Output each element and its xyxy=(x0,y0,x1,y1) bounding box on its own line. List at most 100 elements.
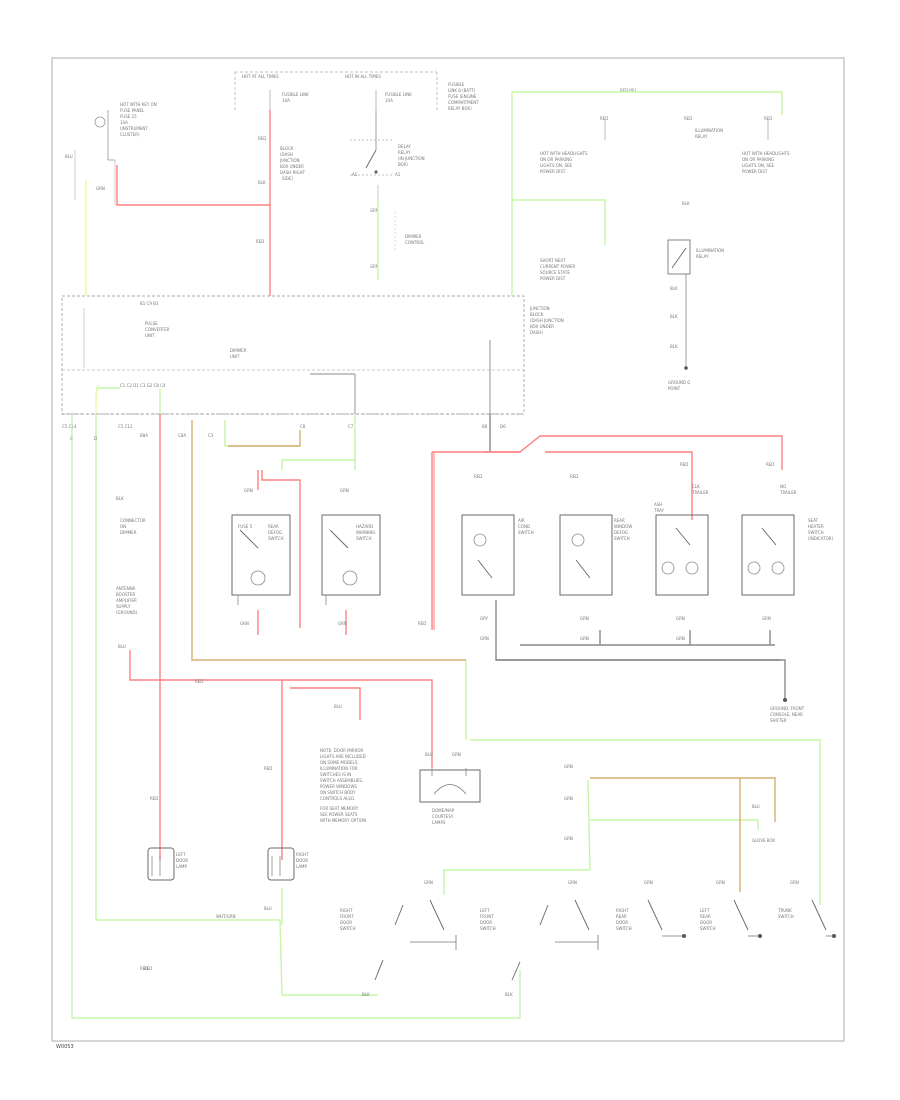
svg-text:GRN: GRN xyxy=(452,752,461,757)
svg-text:SUPPLY: SUPPLY xyxy=(116,604,131,609)
svg-text:BLK: BLK xyxy=(670,314,678,319)
red-wires xyxy=(116,110,783,860)
connector-row: C5 C14 C5 C12 B8A C8A C3 C8 C7 B8 D6 xyxy=(62,413,524,438)
courtesy-lamp: DOME/MAP COURTESY LAMPS BLU GRN xyxy=(419,752,481,825)
tan-wires xyxy=(191,420,776,892)
svg-text:BOOSTER: BOOSTER xyxy=(116,592,135,597)
svg-text:BLU: BLU xyxy=(334,704,342,709)
svg-text:COMPARTMENT: COMPARTMENT xyxy=(448,100,479,105)
svg-text:RED: RED xyxy=(195,679,203,684)
svg-text:DEFOG: DEFOG xyxy=(268,530,282,535)
svg-text:B1 C9 B3: B1 C9 B3 xyxy=(140,301,159,306)
svg-text:GRN: GRN xyxy=(424,880,433,885)
svg-text:GRN: GRN xyxy=(338,621,347,626)
svg-text:10A: 10A xyxy=(120,120,128,125)
svg-text:GROUND G: GROUND G xyxy=(668,380,690,385)
svg-text:BLK: BLK xyxy=(682,201,690,206)
svg-text:DOOR: DOOR xyxy=(340,920,352,925)
svg-text:GRN: GRN xyxy=(644,880,653,885)
svg-text:DIMMER: DIMMER xyxy=(120,530,137,535)
svg-text:TRUNK: TRUNK xyxy=(777,908,792,913)
svg-text:HOT AT ALL TIMES: HOT AT ALL TIMES xyxy=(242,74,279,79)
svg-text:LEFT: LEFT xyxy=(480,908,490,913)
svg-text:LEFT: LEFT xyxy=(700,908,710,913)
svg-text:A1: A1 xyxy=(352,172,358,177)
svg-text:10A: 10A xyxy=(385,98,393,103)
svg-text:SWITCH: SWITCH xyxy=(480,926,496,931)
svg-text:LIGHTS ARE INCLUDED: LIGHTS ARE INCLUDED xyxy=(320,754,366,759)
svg-text:BOX UNDER: BOX UNDER xyxy=(530,324,554,329)
top-right-block: RED RED RED RED/YEL HOT WITH HEADLIGHTS … xyxy=(540,88,790,391)
svg-text:DOME/MAP: DOME/MAP xyxy=(432,808,455,813)
svg-text:GRN: GRN xyxy=(580,636,589,641)
svg-text:RELAY BOX): RELAY BOX) xyxy=(448,106,472,111)
svg-text:LAMP: LAMP xyxy=(176,864,188,869)
svg-text:GRN: GRN xyxy=(370,208,379,213)
svg-text:DIMMER: DIMMER xyxy=(230,348,247,353)
svg-text:10A: 10A xyxy=(282,98,290,103)
svg-text:GRN: GRN xyxy=(580,616,589,621)
svg-text:NO: NO xyxy=(780,484,786,489)
svg-text:GRY: GRY xyxy=(480,616,489,621)
svg-text:REAR: REAR xyxy=(700,914,711,919)
svg-text:SOURCE STATE: SOURCE STATE xyxy=(540,270,570,275)
svg-text:FUSE PANEL: FUSE PANEL xyxy=(120,108,145,113)
svg-text:SWITCH: SWITCH xyxy=(518,530,534,535)
dome-relay-switch: DELAY RELAY (IN JUNCTION BOX) A1 A1 GRN … xyxy=(350,110,425,269)
svg-text:(DASH JUNCTION: (DASH JUNCTION xyxy=(530,318,564,323)
svg-text:DOOR: DOOR xyxy=(480,920,492,925)
svg-text:BLK: BLK xyxy=(116,496,124,501)
svg-text:GRN: GRN xyxy=(96,186,105,191)
svg-text:GRN: GRN xyxy=(340,488,349,493)
svg-text:CLUSTER): CLUSTER) xyxy=(120,132,140,137)
svg-text:RIGHT: RIGHT xyxy=(340,908,353,913)
svg-text:SWITCH ASSEMBLIES.: SWITCH ASSEMBLIES. xyxy=(320,778,363,783)
svg-text:BOX UNDER: BOX UNDER xyxy=(280,164,304,169)
svg-text:RED: RED xyxy=(150,796,158,801)
svg-text:RED: RED xyxy=(600,116,608,121)
svg-text:CONTROLS ALSO.: CONTROLS ALSO. xyxy=(320,796,355,801)
svg-text:POINT: POINT xyxy=(668,386,681,391)
svg-text:SEAT: SEAT xyxy=(808,518,818,523)
svg-text:CONTROL: CONTROL xyxy=(405,240,425,245)
svg-text:ILLUMINATION: ILLUMINATION xyxy=(695,128,723,133)
svg-text:RIGHT: RIGHT xyxy=(296,852,309,857)
svg-text:GRN: GRN xyxy=(762,616,771,621)
svg-text:GRN: GRN xyxy=(790,880,799,885)
svg-text:ILLUMINATION: ILLUMINATION xyxy=(696,248,724,253)
svg-text:D: D xyxy=(94,436,97,441)
svg-text:(GROUND): (GROUND) xyxy=(116,610,138,615)
lamp-modules: FUSE 5 REAR DEFOG SWITCH HAZARD WARNING … xyxy=(231,462,834,723)
svg-text:LEFT: LEFT xyxy=(176,852,186,857)
svg-text:ON OR PARKING: ON OR PARKING xyxy=(540,157,572,162)
svg-text:DOOR: DOOR xyxy=(700,920,712,925)
svg-text:LINK 8 (BATT): LINK 8 (BATT) xyxy=(448,88,476,93)
svg-text:RED: RED xyxy=(144,966,152,971)
svg-text:C8A: C8A xyxy=(178,433,186,438)
top-left-battery-block: HOT WITH KEY ON FUSE PANEL FUSE 15 10A (… xyxy=(65,102,157,205)
svg-text:WHT/GRN: WHT/GRN xyxy=(216,914,236,919)
diagram-code: W0053 xyxy=(56,1044,74,1050)
svg-text:ILLUMINATION FOR: ILLUMINATION FOR xyxy=(320,766,358,771)
svg-text:GRN: GRN xyxy=(370,264,379,269)
svg-text:JUNCTION: JUNCTION xyxy=(529,306,550,311)
svg-text:SWITCHES IS IN: SWITCHES IS IN xyxy=(320,772,351,777)
svg-text:BOX): BOX) xyxy=(398,162,408,167)
svg-text:RED: RED xyxy=(258,136,266,141)
svg-text:LAMP: LAMP xyxy=(296,864,308,869)
left-bulbs: LEFT DOOR LAMP RIGHT DOOR LAMP xyxy=(147,847,309,881)
svg-text:REAR: REAR xyxy=(268,524,279,529)
svg-text:CONNECTOR: CONNECTOR xyxy=(120,518,146,523)
svg-text:FUSE 5: FUSE 5 xyxy=(238,524,253,529)
svg-text:C8: C8 xyxy=(300,424,306,429)
svg-text:SWITCH: SWITCH xyxy=(340,926,356,931)
svg-text:FUSIBLE LINK: FUSIBLE LINK xyxy=(385,92,412,97)
svg-text:RELAY: RELAY xyxy=(696,254,709,259)
svg-text:HOT WITH HEADLIGHTS: HOT WITH HEADLIGHTS xyxy=(742,151,790,156)
svg-text:GLOVE BOX: GLOVE BOX xyxy=(752,838,775,843)
svg-text:RED: RED xyxy=(140,966,148,971)
svg-text:ON: ON xyxy=(120,524,126,529)
left-bottom-labels: C D RED xyxy=(70,436,152,971)
svg-text:BLOCK: BLOCK xyxy=(280,146,294,151)
svg-text:FUSIBLE LINK: FUSIBLE LINK xyxy=(282,92,309,97)
